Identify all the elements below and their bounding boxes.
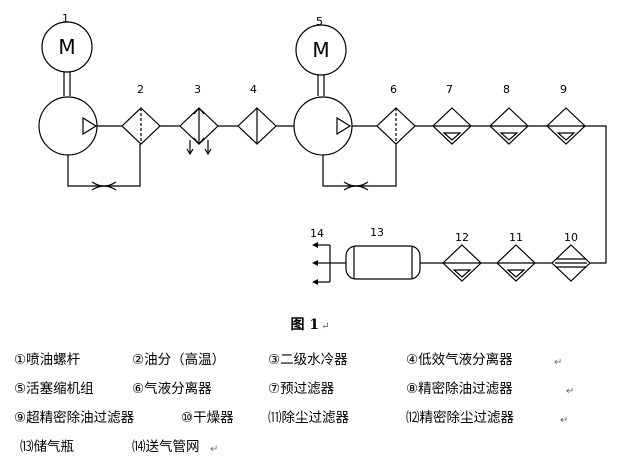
legend-item: ⒁送气管网 xyxy=(132,439,200,455)
pre-filter-7 xyxy=(432,107,472,145)
precision-oil-filter-8 xyxy=(489,107,529,145)
legend-item: ⑥气液分离器 xyxy=(132,381,212,397)
legend-row-3: ⑨超精密除油过滤器 ⑩干燥器 ⑾除尘过滤器 ⑿精密除尘过滤器 ↵ xyxy=(14,404,614,433)
label-7: 7 xyxy=(446,83,453,96)
piston-compressor-5 xyxy=(293,96,353,156)
legend-item: ①喷油螺杆 xyxy=(14,352,81,368)
label-11: 11 xyxy=(509,231,523,244)
legend: ①喷油螺杆 ②油分（高温） ③二级水冷器 ④低效气液分离器 ↵ ⑤活塞缩机组 ⑥… xyxy=(14,346,614,462)
dust-filter-11 xyxy=(496,244,536,282)
precision-dust-filter-12 xyxy=(442,244,482,282)
motor-1-label: M xyxy=(58,35,75,59)
legend-row-1: ①喷油螺杆 ②油分（高温） ③二级水冷器 ④低效气液分离器 ↵ xyxy=(14,346,614,375)
return-mark: ↵ xyxy=(560,415,569,426)
legend-row-4: ⒀储气瓶 ⒁送气管网 ↵ xyxy=(14,433,614,462)
label-3: 3 xyxy=(194,83,201,96)
process-flow-diagram: M M 1 2 3 4 5 6 7 8 9 10 11 12 13 14 xyxy=(38,12,607,285)
legend-item: ⑨超精密除油过滤器 xyxy=(14,410,135,426)
legend-item: ③二级水冷器 xyxy=(268,352,348,368)
air-storage-tank-13 xyxy=(345,245,421,280)
motor-5 xyxy=(295,24,347,76)
motor-1 xyxy=(41,21,93,73)
label-8: 8 xyxy=(503,83,510,96)
label-12: 12 xyxy=(455,231,469,244)
return-mark: ↵ xyxy=(210,444,219,455)
legend-item: ⑿精密除尘过滤器 xyxy=(406,410,514,426)
label-10: 10 xyxy=(564,231,578,244)
return-mark: ↵ xyxy=(321,321,330,332)
legend-item: ⑦预过滤器 xyxy=(268,381,335,397)
label-4: 4 xyxy=(250,83,257,96)
motor-5-label: M xyxy=(312,38,329,62)
label-13: 13 xyxy=(370,226,384,239)
legend-item: ②油分（高温） xyxy=(132,352,226,368)
legend-item: ④低效气液分离器 xyxy=(406,352,513,368)
label-2: 2 xyxy=(137,83,144,96)
label-1: 1 xyxy=(62,12,69,25)
ultra-precision-oil-filter-9 xyxy=(546,107,586,145)
return-mark: ↵ xyxy=(566,386,575,397)
return-mark: ↵ xyxy=(554,357,563,368)
legend-item: ⒀储气瓶 xyxy=(20,439,74,455)
legend-item: ⑾除尘过滤器 xyxy=(268,410,349,426)
legend-item: ⑧精密除油过滤器 xyxy=(406,381,513,397)
legend-item: ⑩干燥器 xyxy=(181,410,234,426)
label-14: 14 xyxy=(310,227,324,240)
figure-caption: 图 1↵ xyxy=(0,314,620,334)
legend-item: ⑤活塞缩机组 xyxy=(14,381,94,397)
screw-compressor-1 xyxy=(38,96,98,156)
label-6: 6 xyxy=(390,83,397,96)
dryer-10 xyxy=(551,244,591,282)
legend-row-2: ⑤活塞缩机组 ⑥气液分离器 ⑦预过滤器 ⑧精密除油过滤器 ↵ xyxy=(14,375,614,404)
caption-text: 图 1 xyxy=(290,317,320,333)
label-5: 5 xyxy=(316,15,323,28)
label-9: 9 xyxy=(560,83,567,96)
